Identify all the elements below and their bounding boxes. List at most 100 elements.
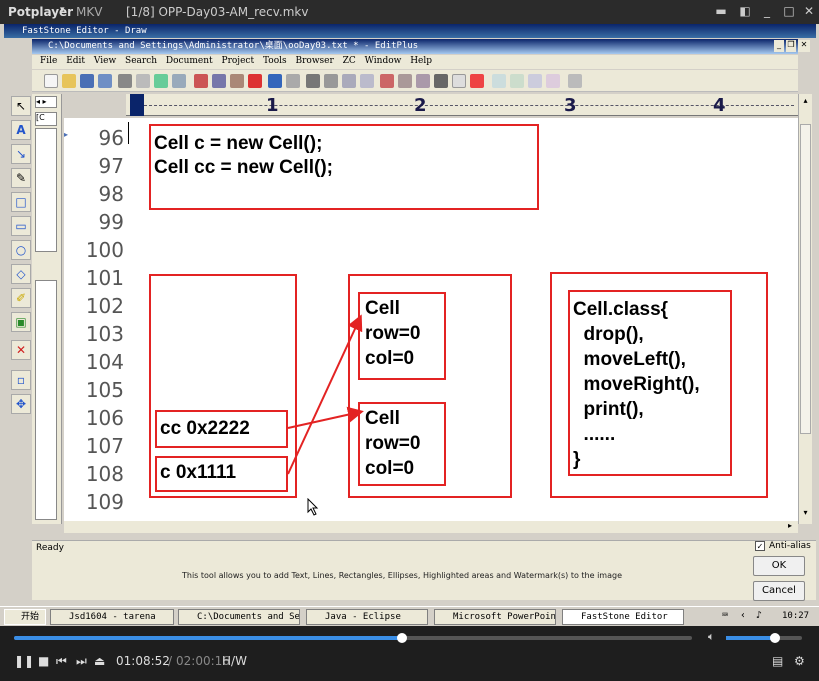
delete-tool-icon[interactable]: ✕	[11, 340, 31, 360]
task-eclipse[interactable]: Java - Eclipse	[306, 609, 428, 625]
new-file-icon[interactable]	[44, 74, 58, 88]
spell-check-icon[interactable]	[154, 74, 168, 88]
wordwrap-icon[interactable]	[416, 74, 430, 88]
print-preview-icon[interactable]	[136, 74, 150, 88]
cancel-button[interactable]: Cancel	[753, 581, 805, 601]
menu-item-zc[interactable]: ZC	[342, 56, 356, 66]
copy-icon[interactable]	[212, 74, 226, 88]
open-folder-icon[interactable]	[62, 74, 76, 88]
abc-icon[interactable]	[452, 74, 466, 88]
document-icon[interactable]	[172, 74, 186, 88]
drive-select[interactable]: [C	[35, 112, 57, 126]
editplus-close-icon[interactable]: ✕	[798, 40, 810, 52]
find-icon[interactable]	[306, 74, 320, 88]
watermark-tool-icon[interactable]: ▣	[11, 312, 31, 332]
ime-icon[interactable]: ⌨	[722, 610, 729, 621]
settings-gear-icon[interactable]: ⚙	[794, 654, 805, 668]
menu-item-file[interactable]: File	[40, 56, 58, 66]
next-icon[interactable]: ⏭︎	[76, 654, 87, 668]
menu-item-edit[interactable]: Edit	[66, 56, 86, 66]
editplus-restore-icon[interactable]: ❐	[786, 40, 796, 52]
seek-bar[interactable]	[14, 633, 692, 643]
tray-expand-icon[interactable]: ‹	[740, 610, 747, 621]
volume-icon[interactable]: 🔈︎	[708, 630, 715, 643]
player-menu-button[interactable]: Potplayer	[8, 5, 74, 19]
task-faststone[interactable]: FastStone Editor	[562, 609, 684, 625]
window-tile-icon[interactable]	[492, 74, 506, 88]
goto-icon[interactable]	[342, 74, 356, 88]
save-all-icon[interactable]	[98, 74, 112, 88]
close-icon[interactable]: ✕	[803, 4, 815, 18]
pin-icon[interactable]: ▬	[715, 4, 727, 18]
scroll-up-icon[interactable]: ▴	[803, 96, 808, 105]
select-tool-icon[interactable]: ↖	[11, 96, 31, 116]
ruler-icon[interactable]	[434, 74, 448, 88]
skin-icon[interactable]: ◧	[739, 4, 751, 18]
scroll-right-icon[interactable]: ▸	[787, 521, 792, 530]
directory-tabs[interactable]: ◂ ▸	[35, 96, 57, 108]
editor-area[interactable]: ▸ 96 97 98 99 100 101 102 103 104 105 10…	[64, 118, 798, 521]
volume-tray-icon[interactable]: ♪	[756, 610, 763, 621]
pencil-tool-icon[interactable]: ✎	[11, 168, 31, 188]
menu-item-search[interactable]: Search	[125, 56, 158, 66]
undo-icon[interactable]	[268, 74, 282, 88]
task-powerpoint[interactable]: Microsoft PowerPoin...	[434, 609, 556, 625]
find-next-icon[interactable]	[360, 74, 374, 88]
maximize-icon[interactable]: □	[783, 4, 795, 18]
pause-icon[interactable]: ❚❚	[14, 654, 35, 668]
ellipse-tool-icon[interactable]: ○	[11, 240, 31, 260]
cut-icon[interactable]	[194, 74, 208, 88]
menu-item-project[interactable]: Project	[221, 56, 255, 66]
folder-tree[interactable]	[35, 128, 57, 252]
paste-icon[interactable]	[230, 74, 244, 88]
browser-icon[interactable]	[528, 74, 542, 88]
highlighter-tool-icon[interactable]: ✐	[11, 288, 31, 308]
diamond-tool-icon[interactable]: ◇	[11, 264, 31, 284]
filled-rectangle-tool-icon[interactable]: ▭	[11, 216, 31, 236]
window-cascade-icon[interactable]	[510, 74, 524, 88]
cliptext-icon[interactable]	[546, 74, 560, 88]
file-list[interactable]	[35, 280, 57, 520]
player-menu-arrow-icon[interactable]: ▾	[60, 5, 65, 15]
previous-icon[interactable]: ⏮︎	[56, 654, 67, 668]
arrow-tool-icon[interactable]: ↘	[11, 144, 31, 164]
seek-knob[interactable]	[397, 633, 408, 643]
eject-icon[interactable]: ⏏︎	[94, 654, 106, 668]
volume-slider[interactable]	[726, 633, 802, 643]
task-explorer[interactable]: C:\Documents and Se...	[178, 609, 300, 625]
redo-icon[interactable]	[286, 74, 300, 88]
task-jsd1604[interactable]: Jsd1604 - tarena	[50, 609, 174, 625]
editplus-toolbar	[32, 70, 798, 92]
line-number: 102	[85, 294, 124, 318]
horizontal-scrollbar[interactable]: ▸	[64, 521, 798, 533]
text-tool-icon[interactable]: A	[11, 120, 31, 140]
replace-icon[interactable]	[324, 74, 338, 88]
start-button[interactable]: 开始	[4, 609, 46, 625]
font-icon[interactable]	[380, 74, 394, 88]
editplus-minimize-icon[interactable]: _	[774, 40, 784, 52]
playlist-icon[interactable]: ▤	[772, 654, 784, 668]
move-tool-icon[interactable]: ✥	[11, 394, 31, 414]
menu-item-view[interactable]: View	[93, 56, 117, 66]
check-icon[interactable]	[470, 74, 484, 88]
minimize-icon[interactable]: _	[764, 4, 770, 18]
delete-icon[interactable]	[248, 74, 262, 88]
scroll-down-icon[interactable]: ▾	[803, 508, 808, 517]
menu-item-window[interactable]: Window	[364, 56, 402, 66]
menu-item-tools[interactable]: Tools	[262, 56, 287, 66]
menu-item-document[interactable]: Document	[165, 56, 213, 66]
ok-button[interactable]: OK	[753, 556, 805, 576]
vertical-scrollbar[interactable]: ▴ ▾	[798, 94, 812, 524]
menu-item-help[interactable]: Help	[410, 56, 433, 66]
anti-alias-checkbox[interactable]: ✓	[755, 541, 765, 551]
hex-icon[interactable]	[398, 74, 412, 88]
help-icon[interactable]	[568, 74, 582, 88]
stop-icon[interactable]: ■	[38, 654, 50, 668]
rectangle-tool-icon[interactable]: □	[11, 192, 31, 212]
menu-item-browser[interactable]: Browser	[295, 56, 334, 66]
frame-tool-icon[interactable]: ▫	[11, 370, 31, 390]
print-icon[interactable]	[118, 74, 132, 88]
volume-knob[interactable]	[770, 633, 781, 643]
scroll-thumb[interactable]	[800, 124, 811, 434]
save-icon[interactable]	[80, 74, 94, 88]
